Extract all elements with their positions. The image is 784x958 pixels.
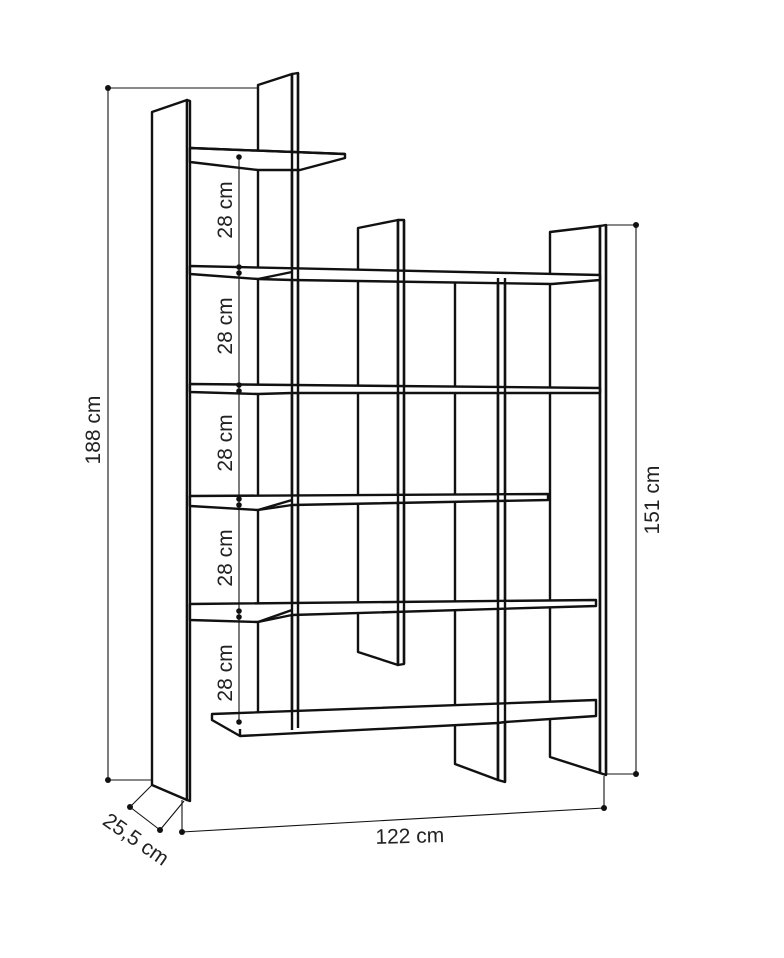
depth-label: 25,5 cm: [99, 809, 173, 871]
left-side-panel: [150, 98, 192, 803]
shelf-3: [188, 382, 602, 396]
shelf-spacing-label-5: 28 cm: [214, 644, 237, 701]
dimension-depth: 25,5 cm: [99, 784, 185, 871]
dimension-right-height: 151 cm: [606, 222, 664, 777]
dimension-shelf-spacing: 28 cm 28 cm 28 cm 28 cm 28 cm: [214, 154, 242, 725]
right-height-label: 151 cm: [641, 466, 664, 535]
dimension-total-height: 188 cm: [82, 85, 258, 783]
dimension-width: 122 cm: [179, 776, 607, 849]
total-height-label: 188 cm: [82, 396, 105, 465]
shelf-spacing-label-3: 28 cm: [214, 414, 237, 471]
width-label: 122 cm: [375, 824, 444, 849]
shelf-spacing-label-4: 28 cm: [214, 529, 237, 586]
shelf-spacing-label-2: 28 cm: [214, 297, 237, 354]
shelf-top: [188, 146, 347, 172]
shelf-bottom: [210, 698, 598, 738]
right-side-panel: [548, 223, 608, 777]
shelf-spacing-label-1: 28 cm: [214, 181, 237, 238]
divider-front-edges: [290, 73, 608, 782]
